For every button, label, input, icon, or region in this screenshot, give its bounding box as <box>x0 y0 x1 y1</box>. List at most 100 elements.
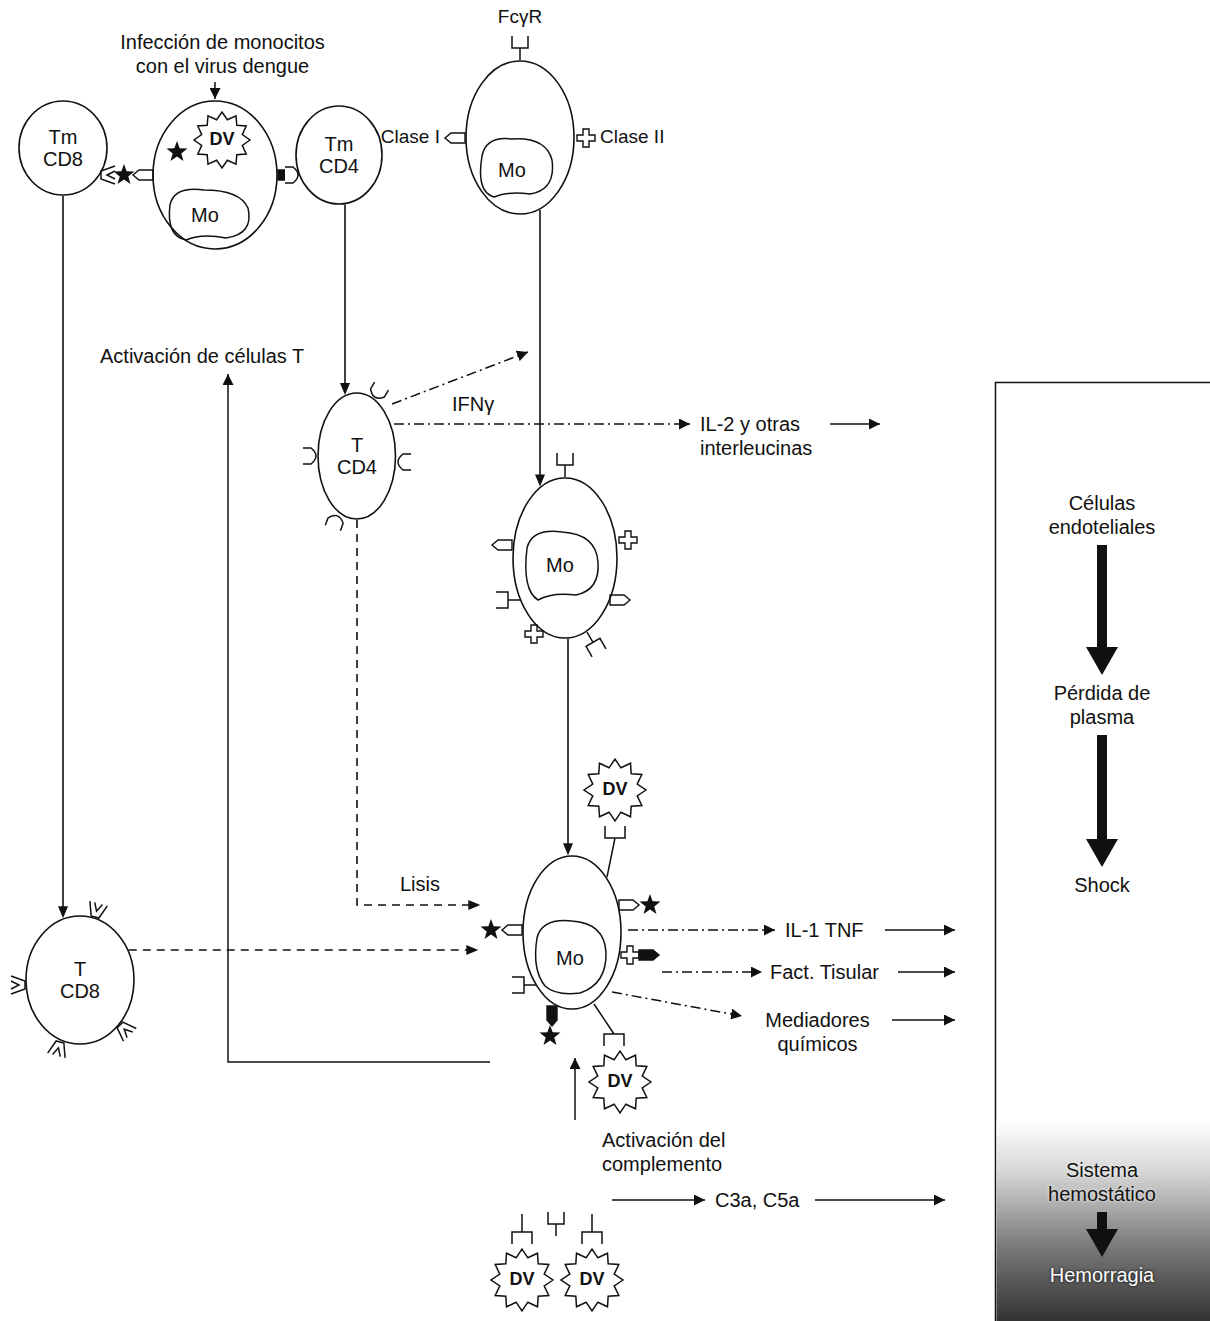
flow-arrow <box>574 1058 576 1120</box>
cell-membrane <box>153 101 277 249</box>
cell-label: Mo <box>546 554 574 576</box>
endothelium-panel <box>997 1120 1210 1321</box>
annotation-label: Activación de células T <box>100 344 304 368</box>
process-step: Sistema hemostático <box>1027 1152 1177 1212</box>
annotation-label: IL-2 y otras interleucinas <box>700 412 850 460</box>
cell-outline <box>152 100 278 250</box>
virus-particle <box>194 112 250 168</box>
connector <box>1086 1212 1118 1257</box>
cell-label: Tm CD8 <box>38 126 88 170</box>
process-step: Shock <box>1027 867 1177 903</box>
cell-membrane <box>523 856 621 1009</box>
mediator-arrow <box>628 929 775 931</box>
memory-t-cell: Tm CD8 <box>18 100 108 196</box>
connector <box>1086 545 1118 675</box>
connector <box>58 196 68 918</box>
process-step: Células endoteliales <box>1027 485 1177 545</box>
connector <box>563 639 573 855</box>
mediator-arrow <box>662 971 762 973</box>
dengue-virus: DV <box>583 758 647 822</box>
monocyte: Mo <box>512 477 618 639</box>
antibody <box>582 1214 602 1244</box>
edge-label: Lisis <box>398 872 442 896</box>
receptor <box>11 36 660 1236</box>
annotation-label: Fact. Tisular <box>770 960 879 984</box>
step-label: Células endoteliales <box>1031 491 1173 539</box>
arrowhead <box>466 945 478 955</box>
receptor <box>11 976 25 994</box>
receptor <box>540 1025 561 1045</box>
process-step: Pérdida de plasma <box>1027 675 1177 735</box>
cell-label: T CD4 <box>332 434 382 478</box>
infected-monocyte: DVMo <box>152 100 278 250</box>
flow-arrow <box>885 929 955 931</box>
receptor <box>548 1212 564 1236</box>
cell-outline <box>522 855 622 1010</box>
receptor <box>114 164 135 184</box>
flow-arrow <box>892 1019 955 1021</box>
connector-line <box>1097 545 1107 655</box>
flow-arrow <box>215 82 955 1200</box>
connector-line <box>62 196 64 910</box>
virus-particle <box>194 112 250 168</box>
cell-nucleus <box>169 189 249 240</box>
flow-arrow <box>898 971 955 973</box>
receptor <box>325 513 344 531</box>
receptor <box>512 36 528 60</box>
connector-line <box>567 639 569 847</box>
cell-label: DV <box>209 130 234 150</box>
monocyte: Mo <box>465 60 575 215</box>
cell-label: Mo <box>556 947 584 969</box>
annotation-label: Mediadores químicos <box>750 1008 885 1056</box>
connector-line <box>1097 735 1107 847</box>
receptor <box>610 595 630 605</box>
connector-line <box>357 520 472 905</box>
dengue-virus: DV <box>490 1248 554 1312</box>
arrowhead <box>1086 1229 1118 1257</box>
step-label: Sistema hemostático <box>1031 1158 1173 1206</box>
receptor <box>502 925 522 935</box>
receptor <box>368 382 388 401</box>
endothelium-panel <box>996 383 1210 1321</box>
flow-arrow <box>612 1199 705 1201</box>
virus-burst <box>584 759 646 821</box>
virus-burst <box>561 1249 623 1311</box>
cell-nucleus <box>536 921 606 994</box>
cell-outline <box>465 60 575 215</box>
step-label: Pérdida de plasma <box>1031 681 1173 729</box>
endothelium-panel <box>996 383 1210 1321</box>
cell-nucleus <box>481 139 553 197</box>
receptor <box>619 531 637 549</box>
monocyte: Mo <box>522 855 622 1010</box>
receptor <box>133 170 153 180</box>
virus-label: DV <box>579 1270 604 1290</box>
receptor <box>640 894 661 914</box>
virus-burst <box>491 1249 553 1311</box>
memory-t-cell: Tm CD4 <box>295 105 383 205</box>
arrowhead <box>1086 647 1118 675</box>
step-label: Hemorragia <box>1031 1263 1173 1287</box>
cell-membrane <box>466 61 574 214</box>
receptor <box>303 448 316 464</box>
dengue-virus: DV <box>588 1050 652 1114</box>
annotation-label: C3a, C5a <box>715 1188 800 1212</box>
antibody <box>594 1004 624 1046</box>
receptor <box>639 950 659 960</box>
flow-arrow <box>214 82 216 99</box>
flow-arrow <box>228 374 490 1062</box>
cell-membrane <box>318 393 396 519</box>
antibody <box>605 826 625 877</box>
flow-arrow <box>830 423 880 425</box>
mediator-arrow <box>394 423 690 425</box>
receptor <box>481 919 502 939</box>
connector-line <box>344 205 346 387</box>
cell-label: T CD8 <box>55 958 105 1002</box>
virus-label: DV <box>509 1270 534 1290</box>
arrowhead <box>58 906 68 918</box>
connector <box>340 205 350 395</box>
flow-arrow <box>815 1199 945 1201</box>
connector <box>357 520 480 910</box>
virus-label: DV <box>607 1072 632 1092</box>
